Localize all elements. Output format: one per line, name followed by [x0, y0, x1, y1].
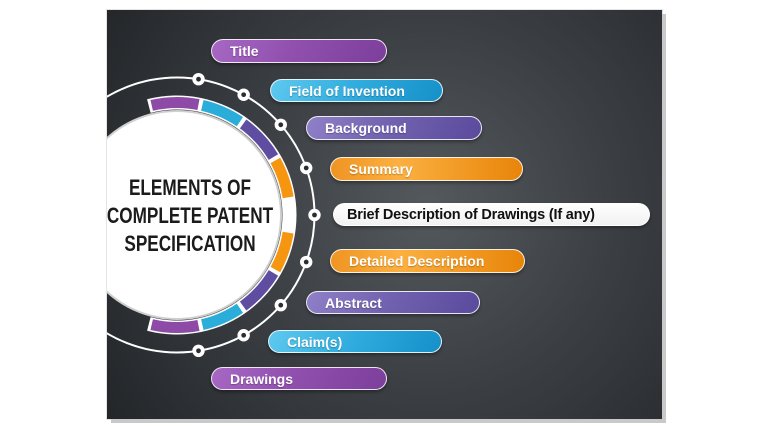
pill-drawings: Drawings [211, 367, 387, 390]
pill-label: Drawings [230, 370, 294, 387]
pill-label: Brief Description of Drawings (If any) [347, 206, 595, 223]
pill-label: Field of Invention [289, 82, 405, 99]
pill-summary: Summary [330, 157, 523, 181]
pill-field-of-invention: Field of Invention [270, 79, 443, 102]
pill-detailed-description: Detailed Description [330, 249, 525, 273]
circle-title-line: COMPLETE PATENT [107, 203, 274, 228]
pill-label: Abstract [325, 294, 382, 311]
pill-abstract: Abstract [306, 291, 480, 314]
pill-label: Claim(s) [287, 333, 343, 350]
pill-label: Summary [349, 161, 413, 177]
pill-label: Detailed Description [349, 253, 485, 269]
infographic-slide: ELEMENTS OF COMPLETE PATENT SPECIFICATIO… [107, 10, 662, 419]
circle-title-line: ELEMENTS OF [128, 175, 252, 200]
pill-claims: Claim(s) [268, 330, 442, 353]
pill-label: Title [230, 43, 259, 59]
circle-graphic [107, 72, 321, 358]
pill-label: Background [325, 120, 407, 136]
circle-title: ELEMENTS OF COMPLETE PATENT SPECIFICATIO… [107, 174, 274, 258]
pill-brief-description: Brief Description of Drawings (If any) [333, 203, 650, 226]
circle-title-line: SPECIFICATION [124, 231, 256, 256]
pill-background: Background [306, 116, 482, 140]
pill-title: Title [211, 39, 387, 63]
